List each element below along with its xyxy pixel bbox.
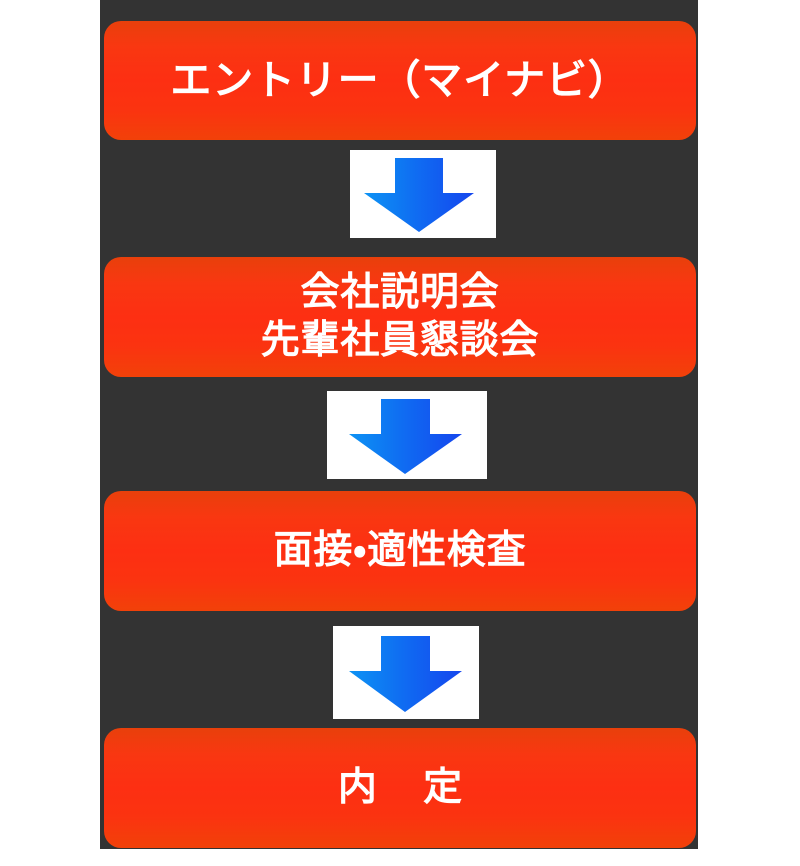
flow-connector-1 (350, 150, 496, 238)
flow-step-offer-label: 内 定 (337, 765, 479, 811)
flow-step-interview-test-label: 面接・適性検査 (273, 528, 527, 574)
flow-step-entry-label: エントリー（マイナビ） (170, 56, 630, 105)
flow-connector-3 (333, 626, 479, 719)
flow-connector-2 (327, 391, 487, 479)
down-arrow-icon (349, 636, 462, 712)
flow-step-entry[interactable]: エントリー（マイナビ） (104, 21, 696, 140)
down-arrow-icon (364, 158, 474, 232)
flow-step-info-session-label: 会社説明会 先輩社員懇談会 (260, 270, 540, 363)
down-arrow-icon (349, 399, 462, 474)
flow-step-interview-test[interactable]: 面接・適性検査 (104, 491, 696, 611)
flow-step-info-session[interactable]: 会社説明会 先輩社員懇談会 (104, 257, 696, 377)
flow-panel: エントリー（マイナビ） 会社説明会 先輩社員懇談会 (100, 0, 698, 849)
flow-step-offer[interactable]: 内 定 (104, 728, 696, 848)
